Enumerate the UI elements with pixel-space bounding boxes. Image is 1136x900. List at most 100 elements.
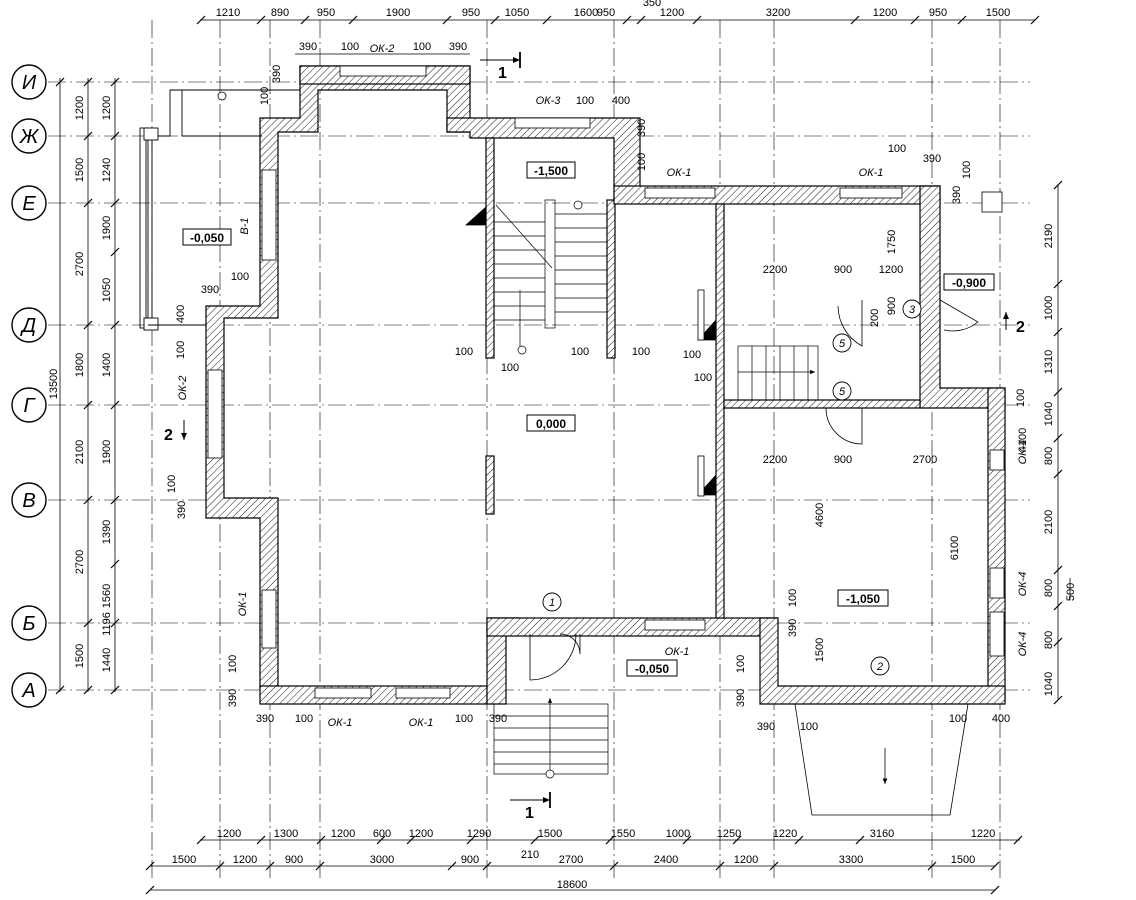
svg-text:В: В — [22, 490, 35, 512]
svg-text:1: 1 — [498, 65, 507, 82]
stair-inner — [737, 345, 819, 401]
svg-text:200: 200 — [869, 309, 881, 327]
svg-text:390: 390 — [176, 501, 188, 519]
veranda — [139, 89, 300, 331]
svg-text:1210: 1210 — [216, 7, 240, 19]
svg-text:-0,050: -0,050 — [635, 662, 669, 676]
svg-text:390: 390 — [923, 153, 941, 165]
wall-east-upper — [919, 185, 1006, 409]
svg-text:100: 100 — [175, 341, 187, 359]
svg-text:100: 100 — [501, 362, 519, 374]
svg-text:100: 100 — [1015, 389, 1027, 407]
svg-text:1290: 1290 — [467, 828, 491, 840]
axis-bubble-e: Е — [11, 185, 47, 221]
dims-bottom-row2: 1500 1200 900 3000 900 210 2700 2400 120… — [172, 849, 975, 891]
svg-text:1040: 1040 — [1043, 402, 1055, 426]
axis-bubble-b: Б — [11, 605, 47, 641]
svg-text:100: 100 — [231, 271, 249, 283]
svg-text:1200: 1200 — [873, 7, 897, 19]
svg-text:390: 390 — [299, 41, 317, 53]
svg-text:ОК-1: ОК-1 — [237, 592, 249, 617]
level-side-door: -0,900 — [943, 273, 995, 291]
svg-text:2100: 2100 — [1043, 510, 1055, 534]
svg-text:390: 390 — [271, 65, 283, 83]
svg-text:3160: 3160 — [870, 828, 894, 840]
svg-text:1500: 1500 — [74, 644, 86, 668]
dimension-lines — [59, 19, 1071, 891]
wall-stair-west — [485, 137, 495, 359]
dimension-ticks — [55, 15, 1063, 895]
svg-text:2: 2 — [876, 661, 883, 673]
svg-text:3: 3 — [909, 304, 916, 316]
svg-text:1600: 1600 — [574, 7, 598, 19]
svg-text:Д: Д — [20, 315, 36, 337]
svg-text:-0,900: -0,900 — [952, 276, 986, 290]
svg-text:2700: 2700 — [74, 252, 86, 276]
svg-text:100: 100 — [166, 475, 178, 493]
svg-text:ОК-4: ОК-4 — [1017, 632, 1029, 657]
wall-entrance-top — [486, 617, 778, 637]
total-height: 13500 — [48, 369, 60, 400]
svg-text:950: 950 — [597, 7, 615, 19]
walls — [205, 65, 1006, 705]
svg-text:Б: Б — [22, 613, 35, 635]
svg-text:1440: 1440 — [101, 648, 113, 672]
doors — [529, 299, 979, 681]
svg-text:100: 100 — [576, 95, 594, 107]
svg-text:100: 100 — [632, 346, 650, 358]
svg-text:1900: 1900 — [101, 440, 113, 464]
svg-text:2700: 2700 — [559, 854, 583, 866]
level-veranda: -0,050 — [182, 228, 232, 246]
axis-bubble-a: А — [11, 672, 47, 708]
svg-text:390: 390 — [489, 713, 507, 725]
ramp — [794, 703, 969, 816]
svg-text:1050: 1050 — [101, 278, 113, 302]
svg-text:2190: 2190 — [1043, 224, 1055, 248]
svg-text:Г: Г — [24, 395, 37, 417]
svg-text:-1,500: -1,500 — [534, 164, 568, 178]
svg-text:390: 390 — [787, 619, 799, 637]
svg-text:2: 2 — [164, 427, 173, 444]
svg-text:3300: 3300 — [839, 854, 863, 866]
level-right-room: -1,050 — [837, 589, 889, 607]
svg-text:-0,050: -0,050 — [190, 231, 224, 245]
svg-text:В-1: В-1 — [239, 217, 251, 234]
axis-bubble-g: Г — [11, 387, 47, 423]
wall-south-east — [759, 617, 1006, 705]
total-width: 18600 — [557, 879, 588, 891]
svg-text:3200: 3200 — [766, 7, 790, 19]
dims-bottom-row1: 1200 1300 1200 600 1200 1290 1500 1550 1… — [217, 828, 995, 840]
svg-text:100: 100 — [800, 721, 818, 733]
svg-text:390: 390 — [735, 689, 747, 707]
section-cuts: 1 1 2 2 — [164, 52, 1025, 822]
svg-text:100: 100 — [888, 143, 906, 155]
svg-text:600: 600 — [373, 828, 391, 840]
svg-text:1250: 1250 — [717, 828, 741, 840]
svg-text:950: 950 — [929, 7, 947, 19]
svg-text:1400: 1400 — [101, 353, 113, 377]
wall-interior-hall — [723, 399, 921, 409]
svg-text:100: 100 — [787, 589, 799, 607]
svg-text:ОК-4: ОК-4 — [1017, 572, 1029, 597]
svg-text:2700: 2700 — [913, 454, 937, 466]
dims-left: 1200 1500 2700 1800 2100 2700 1500 13500… — [48, 96, 113, 672]
svg-text:1900: 1900 — [386, 7, 410, 19]
svg-text:6100: 6100 — [949, 536, 961, 560]
svg-text:100: 100 — [694, 372, 712, 384]
svg-text:1040: 1040 — [1043, 672, 1055, 696]
svg-text:2400: 2400 — [654, 854, 678, 866]
wall-stair-east — [606, 199, 616, 359]
svg-text:1000: 1000 — [666, 828, 690, 840]
svg-text:1500: 1500 — [951, 854, 975, 866]
svg-text:5: 5 — [839, 338, 846, 350]
wall-stair-north — [446, 117, 641, 201]
svg-text:390: 390 — [201, 284, 219, 296]
svg-text:900: 900 — [285, 854, 303, 866]
svg-text:1750: 1750 — [886, 230, 898, 254]
svg-text:100: 100 — [571, 346, 589, 358]
svg-text:390: 390 — [757, 721, 775, 733]
svg-text:350: 350 — [643, 0, 661, 9]
svg-text:2: 2 — [1016, 319, 1025, 336]
svg-text:100: 100 — [455, 713, 473, 725]
axis-bubbles: И Ж Е Д Г В Б А — [11, 64, 47, 708]
